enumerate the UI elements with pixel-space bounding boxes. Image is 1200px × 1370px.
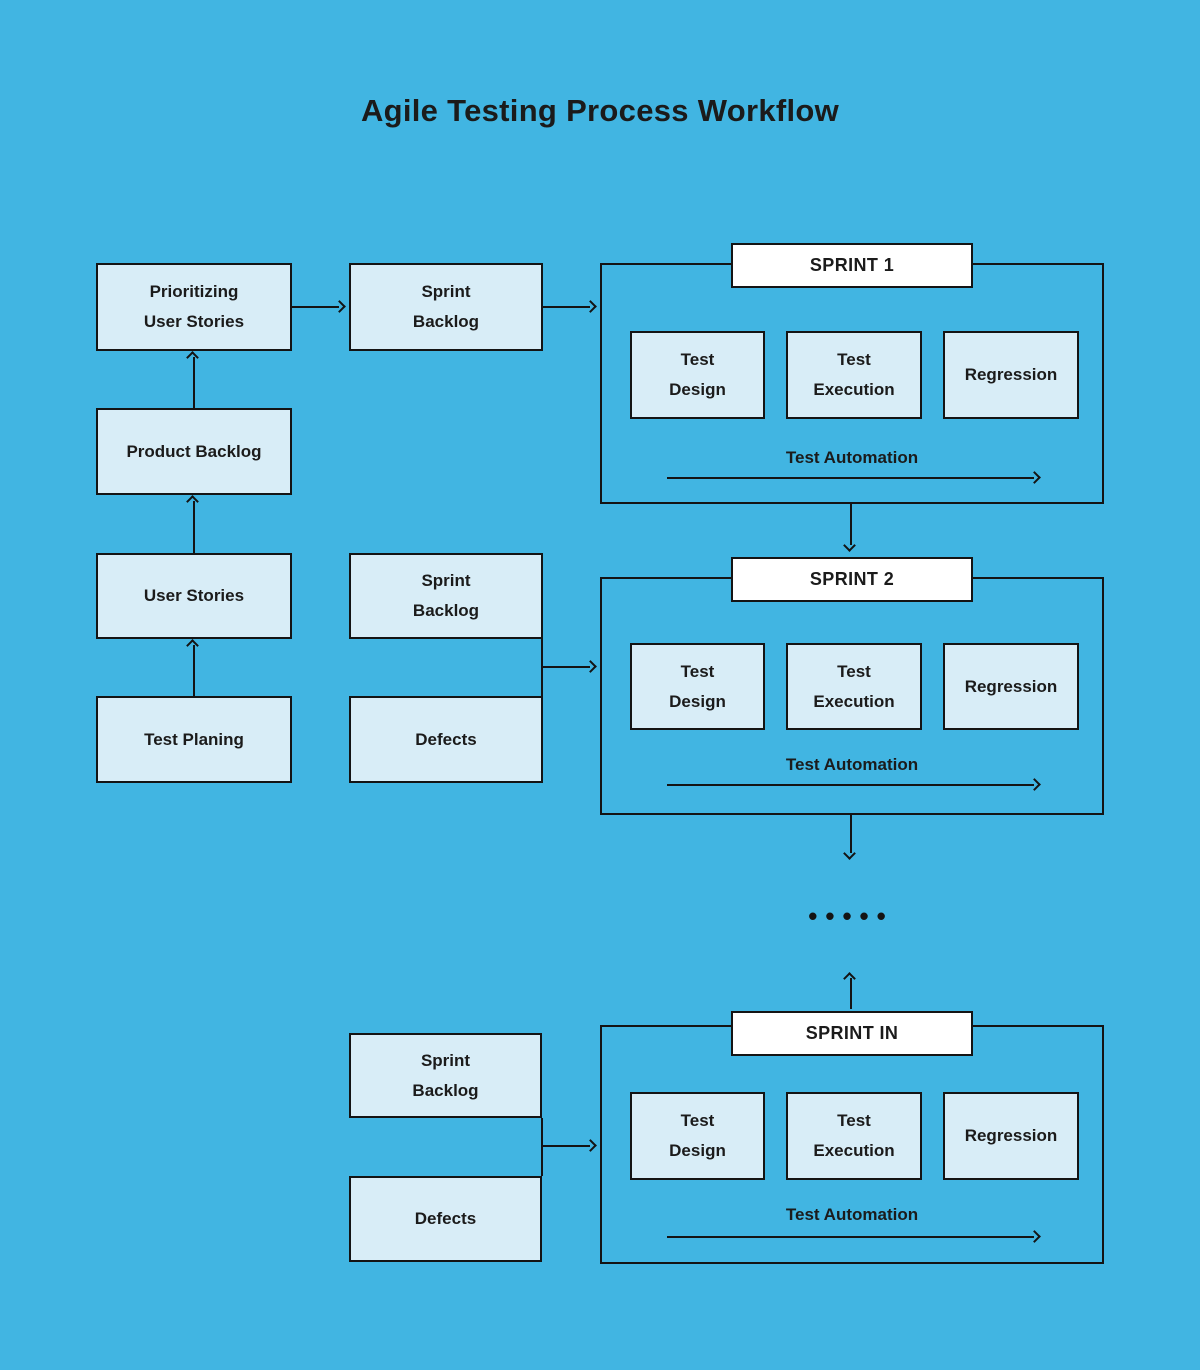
node-label: Prioritizing User Stories	[143, 282, 245, 331]
node-label: Product Backlog	[126, 441, 262, 461]
node-sprint-backlog-1: Sprint Backlog	[349, 263, 543, 351]
node-defects-2: Defects	[349, 696, 543, 783]
arrow-line	[193, 645, 195, 696]
arrow-line	[543, 306, 590, 308]
sprint-in-container: SPRINT IN Test Design Test Execution Reg…	[600, 1011, 1104, 1264]
node-regression-1: Regression	[943, 331, 1079, 419]
node-test-execution-1: Test Execution	[786, 331, 922, 419]
connector-bridge-line	[541, 639, 543, 696]
node-label: Test Execution	[813, 350, 895, 399]
arrow-line	[292, 306, 339, 308]
arrow-head	[843, 847, 856, 860]
arrow-line	[667, 477, 1034, 479]
node-sprint-backlog-3: Sprint Backlog	[349, 1033, 542, 1118]
sprint-in-header: SPRINT IN	[731, 1011, 973, 1056]
node-label: Test Planing	[144, 729, 244, 749]
arrow-head	[843, 539, 856, 552]
node-label: Test Execution	[813, 661, 895, 711]
node-test-design-2: Test Design	[630, 643, 765, 730]
page-title: Agile Testing Process Workflow	[360, 93, 840, 128]
node-product-backlog: Product Backlog	[96, 408, 292, 495]
sprint-2-container: SPRINT 2 Test Design Test Execution Regr…	[600, 557, 1104, 815]
node-label: Sprint Backlog	[412, 1050, 479, 1100]
node-regression-in: Regression	[943, 1092, 1079, 1180]
connector-bridge-line	[541, 1118, 543, 1176]
node-label: Regression	[964, 1126, 1058, 1145]
node-prioritizing-user-stories: Prioritizing User Stories	[96, 263, 292, 351]
arrow-head	[1028, 1230, 1041, 1243]
node-label: Sprint Backlog	[412, 571, 480, 620]
node-label: User Stories	[143, 586, 245, 605]
arrow-head	[1028, 778, 1041, 791]
arrow-head	[1028, 471, 1041, 484]
node-sprint-backlog-2: Sprint Backlog	[349, 553, 543, 639]
sprint-2-header: SPRINT 2	[731, 557, 973, 602]
node-regression-2: Regression	[943, 643, 1079, 730]
arrow-head	[333, 300, 346, 313]
node-label: Defects	[415, 729, 477, 749]
node-defects-3: Defects	[349, 1176, 542, 1262]
arrow-line	[193, 501, 195, 553]
arrow-line	[667, 784, 1034, 786]
node-test-planing: Test Planing	[96, 696, 292, 783]
node-test-execution-in: Test Execution	[786, 1092, 922, 1180]
arrow-head	[584, 300, 597, 313]
node-user-stories: User Stories	[96, 553, 292, 639]
test-automation-label-in: Test Automation	[785, 1205, 919, 1224]
node-label: Test Execution	[813, 1111, 895, 1160]
test-automation-label-2: Test Automation	[785, 755, 919, 774]
node-label: Test Design	[669, 350, 726, 399]
node-label: Regression	[964, 676, 1058, 696]
test-automation-label-1: Test Automation	[785, 448, 919, 467]
arrow-line	[193, 357, 195, 408]
arrow-head	[584, 1139, 597, 1152]
ellipsis-dots: •••••	[808, 901, 894, 931]
node-test-execution-2: Test Execution	[786, 643, 922, 730]
arrow-head	[584, 660, 597, 673]
arrow-line	[667, 1236, 1034, 1238]
arrow-line	[850, 504, 852, 545]
node-label: Sprint Backlog	[412, 282, 480, 331]
arrow-line	[850, 978, 852, 1009]
node-label: Test Design	[669, 661, 726, 711]
arrow-line	[543, 1145, 590, 1147]
node-test-design-1: Test Design	[630, 331, 765, 419]
node-label: Test Design	[669, 1111, 726, 1160]
node-test-design-in: Test Design	[630, 1092, 765, 1180]
sprint-1-header: SPRINT 1	[731, 243, 973, 288]
node-label: Regression	[964, 365, 1058, 384]
arrow-line	[543, 666, 590, 668]
sprint-1-container: SPRINT 1 Test Design Test Execution Regr…	[600, 243, 1104, 504]
node-label: Defects	[414, 1209, 477, 1228]
arrow-line	[850, 815, 852, 853]
